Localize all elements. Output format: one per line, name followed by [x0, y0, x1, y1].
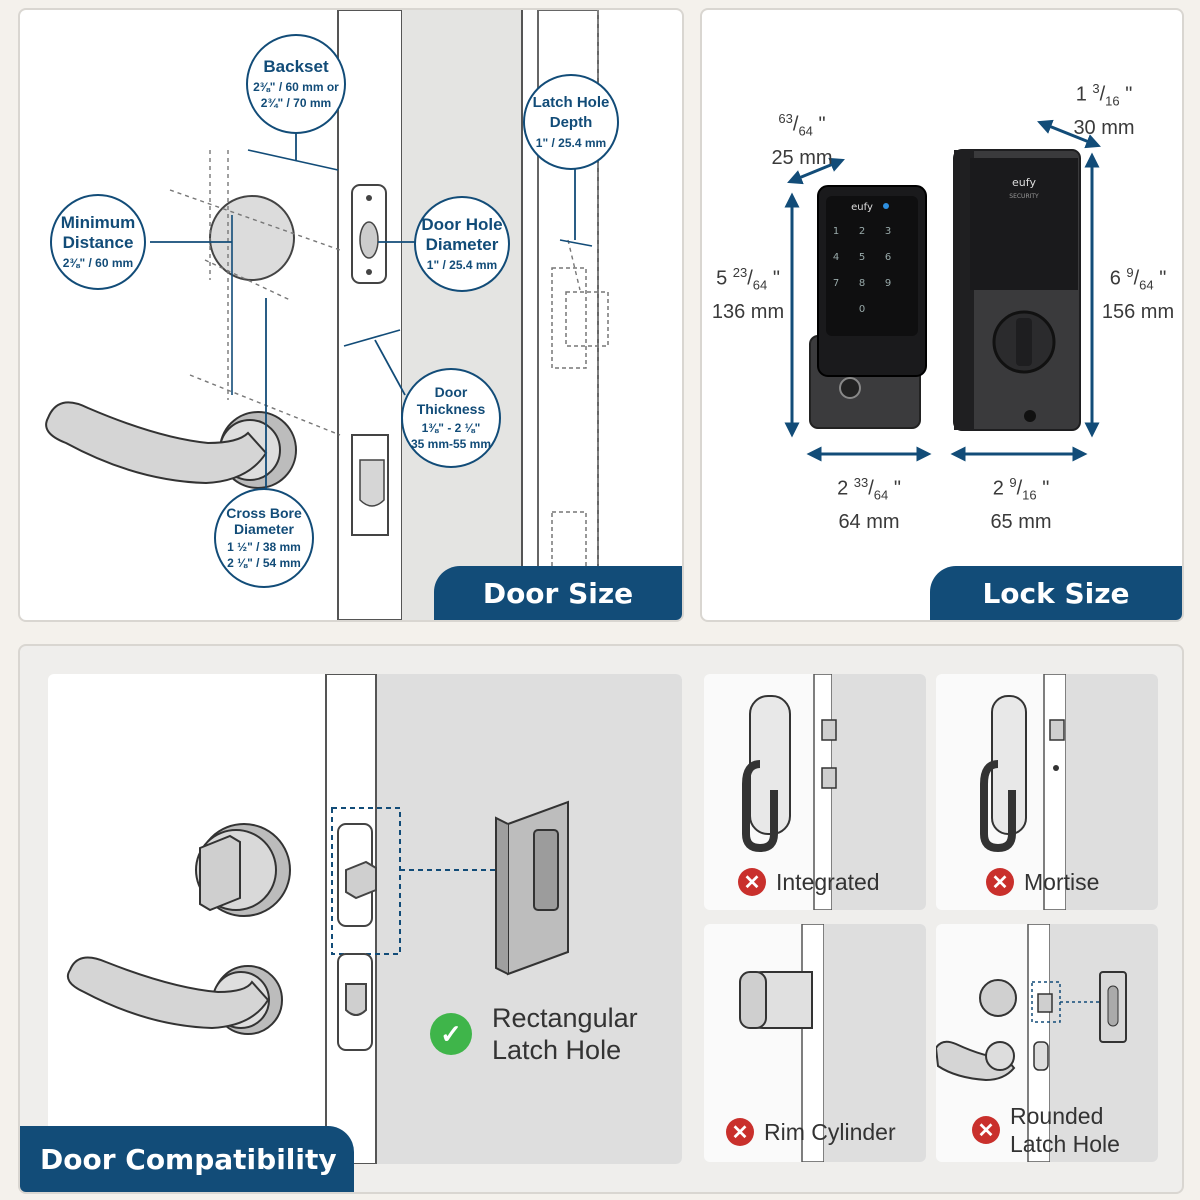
cross-bore-line2: 2 ⅛" / 54 mm [227, 556, 301, 570]
integrated-label-group: ✕ Integrated [738, 868, 880, 896]
dim-depth-front: 63/64 " 25 mm [771, 111, 833, 169]
min-distance-title1: Minimum [60, 213, 136, 232]
min-distance-title2: Distance [62, 233, 134, 252]
backset-callout: Backset 2⅜" / 60 mm or 2¾" / 70 mm [246, 34, 346, 134]
rounded-latch-label: Rounded Latch Hole [1010, 1102, 1120, 1158]
key-1: 1 [833, 226, 839, 237]
rounded-latch-line1: Rounded [1010, 1103, 1104, 1129]
supported-label: Rectangular Latch Hole [482, 1002, 638, 1066]
integrated-illustration [742, 674, 926, 910]
keypad-unit [809, 185, 927, 429]
lever-handle [45, 401, 297, 489]
lock-size-diagram: 1 2 3 4 5 6 7 8 9 0 eufy eufy SECURITY [784, 119, 1101, 462]
rim-cylinder-label-group: ✕ Rim Cylinder [726, 1118, 896, 1146]
x-icon: ✕ [726, 1118, 754, 1146]
door-size-tab: Door Size [434, 566, 682, 620]
rim-cylinder-label: Rim Cylinder [764, 1118, 896, 1145]
x-icon: ✕ [986, 868, 1014, 896]
mortise-label-group: ✕ Mortise [986, 868, 1099, 896]
mortise-label: Mortise [1024, 868, 1100, 895]
integrated-card: ✕ Integrated [704, 674, 926, 910]
door-compatibility-tab: Door Compatibility [20, 1126, 354, 1192]
dim-depth-back: 1 3/16 " 30 mm [1073, 81, 1135, 139]
supported-label-line2: Latch Hole [492, 1035, 622, 1065]
rounded-latch-card: ✕ Rounded Latch Hole [936, 924, 1158, 1162]
rounded-latch-illustration [936, 924, 1158, 1162]
door-thickness-title2: Thickness [416, 401, 486, 417]
backset-title: Backset [263, 57, 329, 76]
key-3: 3 [885, 226, 891, 237]
key-5: 5 [859, 252, 865, 263]
key-cylinder [839, 377, 861, 399]
door-hole-value: 1" / 25.4 mm [426, 258, 498, 272]
keypad-indicator [883, 203, 889, 209]
interior-brand-sub: SECURITY [1009, 193, 1039, 200]
min-distance-value: 2⅜" / 60 mm [62, 256, 134, 270]
door-size-diagram [45, 10, 609, 620]
door-hole-title1: Door Hole [421, 215, 503, 234]
door-face [402, 10, 522, 620]
door-size-panel: Backset 2⅜" / 60 mm or 2¾" / 70 mm Minim… [18, 8, 684, 622]
key-8: 8 [859, 278, 865, 289]
rounded-latch-line2: Latch Hole [1010, 1131, 1120, 1157]
door-hole-callout: Door Hole Diameter 1" / 25.4 mm [414, 196, 510, 292]
cross-bore-title2: Diameter [234, 521, 294, 537]
door-hole-title2: Diameter [425, 235, 499, 254]
cross-bore-callout: Cross Bore Diameter 1 ½" / 38 mm 2 ⅛" / … [214, 488, 314, 588]
keypad-keys: 1 2 3 4 5 6 7 8 9 0 [833, 226, 891, 315]
door-thickness-line2: 35 mm-55 mm [410, 437, 492, 451]
minimum-distance-callout: Minimum Distance 2⅜" / 60 mm [50, 194, 146, 290]
lock-size-tab: Lock Size [930, 566, 1182, 620]
dim-width-back: 2 9/16 " 65 mm [990, 475, 1052, 533]
key-7: 7 [833, 278, 839, 289]
door-thickness-callout: Door Thickness 1⅜" - 2 ⅛" 35 mm-55 mm [401, 368, 501, 468]
latch-depth-title2: Depth [549, 114, 593, 131]
backset-line2: 2¾" / 70 mm [260, 96, 332, 110]
check-icon: ✓ [430, 1013, 472, 1055]
cross-bore-line1: 1 ½" / 38 mm [227, 540, 301, 554]
mortise-illustration [980, 674, 1158, 910]
cross-bore-hole [209, 195, 295, 281]
door-thickness-title1: Door [434, 384, 468, 400]
key-2: 2 [859, 226, 865, 237]
backset-line1: 2⅜" / 60 mm or [253, 80, 339, 94]
supported-label-line1: Rectangular [492, 1003, 638, 1033]
key-4: 4 [833, 252, 839, 263]
x-icon: ✕ [972, 1116, 1000, 1144]
key-9: 9 [885, 278, 891, 289]
dim-height-front: 5 23/64 " 136 mm [711, 265, 785, 323]
rounded-latch-label-group: ✕ Rounded Latch Hole [972, 1102, 1120, 1158]
supported-label-group: ✓ Rectangular Latch Hole [430, 1002, 638, 1066]
x-icon: ✕ [738, 868, 766, 896]
latch-depth-value: 1" / 25.4 mm [535, 136, 607, 150]
latch-depth-callout: Latch Hole Depth 1" / 25.4 mm [523, 74, 619, 170]
supported-door-card: ✓ Rectangular Latch Hole [48, 674, 682, 1164]
cross-bore-title1: Cross Bore [226, 505, 302, 521]
interior-brand: eufy [1012, 176, 1036, 189]
latch-depth-title1: Latch Hole [532, 94, 610, 111]
door-thickness-line1: 1⅜" - 2 ⅛" [421, 421, 481, 435]
supported-door-illustration [66, 674, 682, 1164]
lock-size-panel: 1 2 3 4 5 6 7 8 9 0 eufy eufy SECURITY [700, 8, 1184, 622]
key-0: 0 [859, 304, 865, 315]
integrated-label: Integrated [776, 868, 880, 895]
keypad-brand: eufy [851, 202, 873, 213]
rim-cylinder-illustration [739, 924, 926, 1162]
mortise-card: ✕ Mortise [936, 674, 1158, 910]
door-compatibility-panel: ✓ Rectangular Latch Hole ✕ Integrated [18, 644, 1184, 1194]
rim-cylinder-card: ✕ Rim Cylinder [704, 924, 926, 1162]
dim-width-front: 2 33/64 " 64 mm [837, 475, 901, 533]
interior-unit [953, 149, 1081, 431]
key-6: 6 [885, 252, 891, 263]
dim-height-back: 6 9/64 " 156 mm [1101, 265, 1175, 323]
